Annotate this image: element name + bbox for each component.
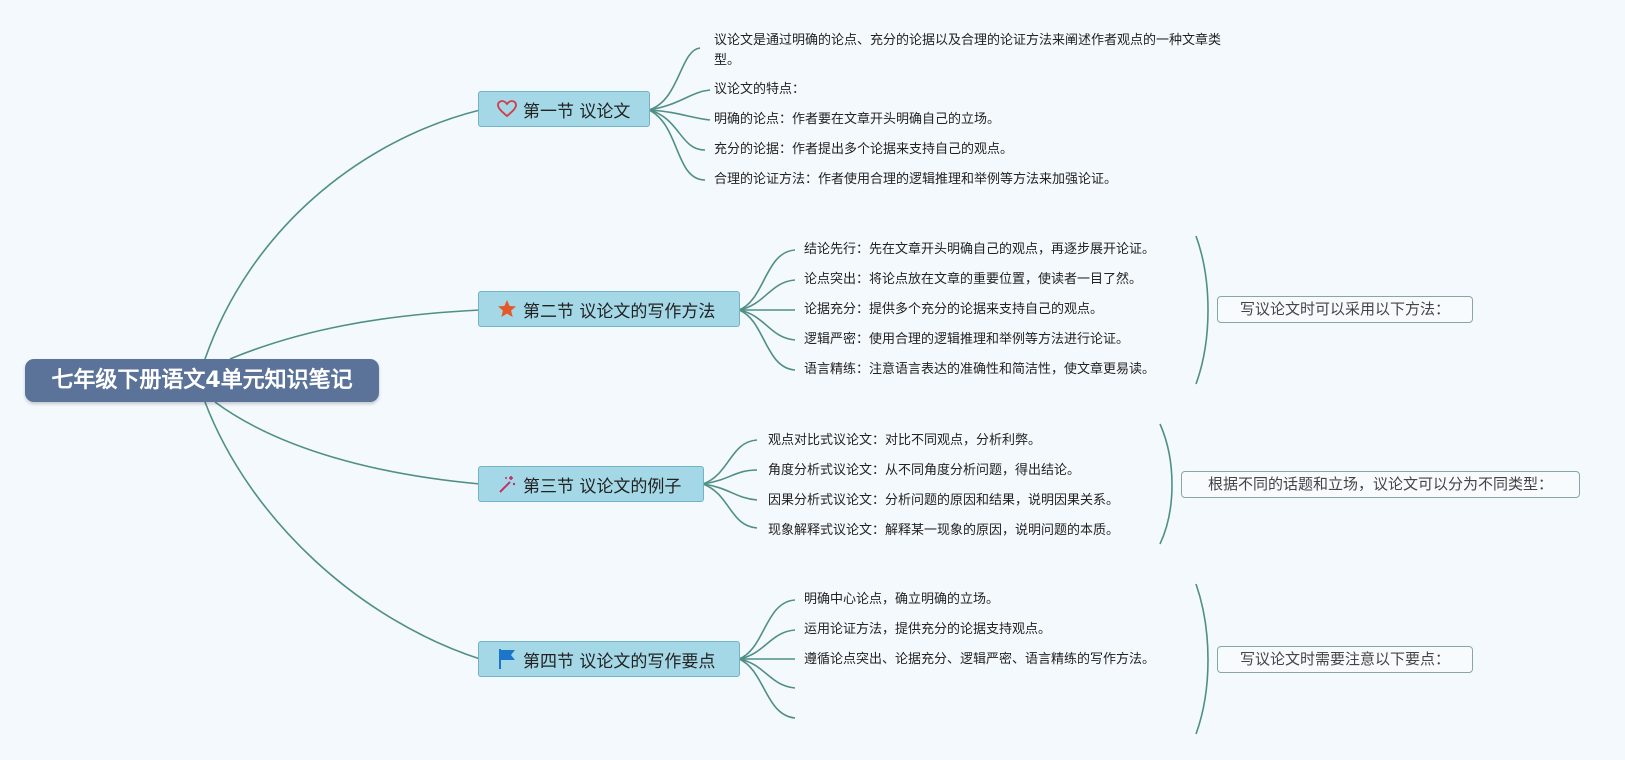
leaf-item[interactable]: 合理的论证方法：作者使用合理的逻辑推理和举例等方法来加强论证。 — [714, 172, 1118, 187]
flag-icon — [496, 648, 518, 670]
leaf-item[interactable]: 角度分析式议论文：从不同角度分析问题，得出结论。 — [768, 463, 1081, 478]
section-title: 第一节 议论文 — [523, 101, 631, 122]
section-topic-1[interactable]: 第一节 议论文 — [478, 91, 650, 127]
connector-central-section3 — [214, 401, 481, 485]
leaf-item[interactable]: 因果分析式议论文：分析问题的原因和结果，说明因果关系。 — [768, 493, 1120, 508]
leaf-item[interactable]: 论点突出：将论点放在文章的重要位置，使读者一目了然。 — [804, 272, 1143, 287]
star-icon — [496, 298, 518, 320]
leaf-item[interactable]: 运用论证方法，提供充分的论据支持观点。 — [804, 622, 1052, 637]
summary-label[interactable]: 根据不同的话题和立场，议论文可以分为不同类型： — [1181, 471, 1580, 498]
section-topic-2[interactable]: 第二节 议论文的写作方法 — [478, 291, 740, 327]
leaf-item[interactable]: 明确中心论点，确立明确的立场。 — [804, 592, 1000, 607]
leaf-item[interactable]: 逻辑严密：使用合理的逻辑推理和举例等方法进行论证。 — [804, 332, 1130, 347]
leaf-item[interactable]: 议论文的特点： — [714, 82, 806, 97]
connector-central-section2 — [229, 309, 481, 360]
central-topic[interactable]: 七年级下册语文4单元知识笔记 — [25, 359, 379, 402]
leaf-item[interactable]: 议论文是通过明确的论点、充分的论据以及合理的论证方法来阐述作者观点的一种文章类型… — [714, 33, 1222, 68]
summary-label[interactable]: 写议论文时可以采用以下方法： — [1217, 296, 1473, 323]
leaf-item[interactable]: 语言精练：注意语言表达的准确性和简洁性，使文章更易读。 — [804, 362, 1156, 377]
connector-central-section4 — [204, 401, 481, 660]
leaf-item[interactable]: 充分的论据：作者提出多个论据来支持自己的观点。 — [714, 142, 1014, 157]
connector-central-section1 — [204, 109, 481, 360]
section-title: 第二节 议论文的写作方法 — [523, 301, 716, 322]
leaf-item[interactable]: 观点对比式议论文：对比不同观点，分析利弊。 — [768, 433, 1042, 448]
leaf-item[interactable]: 遵循论点突出、论据充分、逻辑严密、语言精练的写作方法。 — [804, 652, 1156, 667]
magic-wand-icon — [496, 473, 518, 495]
summary-label[interactable]: 写议论文时需要注意以下要点： — [1217, 646, 1473, 673]
heart-icon — [496, 98, 518, 120]
leaf-item[interactable]: 明确的论点：作者要在文章开头明确自己的立场。 — [714, 112, 1001, 127]
section-title: 第三节 议论文的例子 — [523, 476, 682, 497]
leaf-item[interactable]: 结论先行：先在文章开头明确自己的观点，再逐步展开论证。 — [804, 242, 1156, 257]
section-topic-3[interactable]: 第三节 议论文的例子 — [478, 466, 704, 502]
leaf-item[interactable]: 现象解释式议论文：解释某一现象的原因，说明问题的本质。 — [768, 523, 1120, 538]
leaf-item[interactable]: 论据充分：提供多个充分的论据来支持自己的观点。 — [804, 302, 1104, 317]
section-topic-4[interactable]: 第四节 议论文的写作要点 — [478, 641, 740, 677]
section-title: 第四节 议论文的写作要点 — [523, 651, 716, 672]
